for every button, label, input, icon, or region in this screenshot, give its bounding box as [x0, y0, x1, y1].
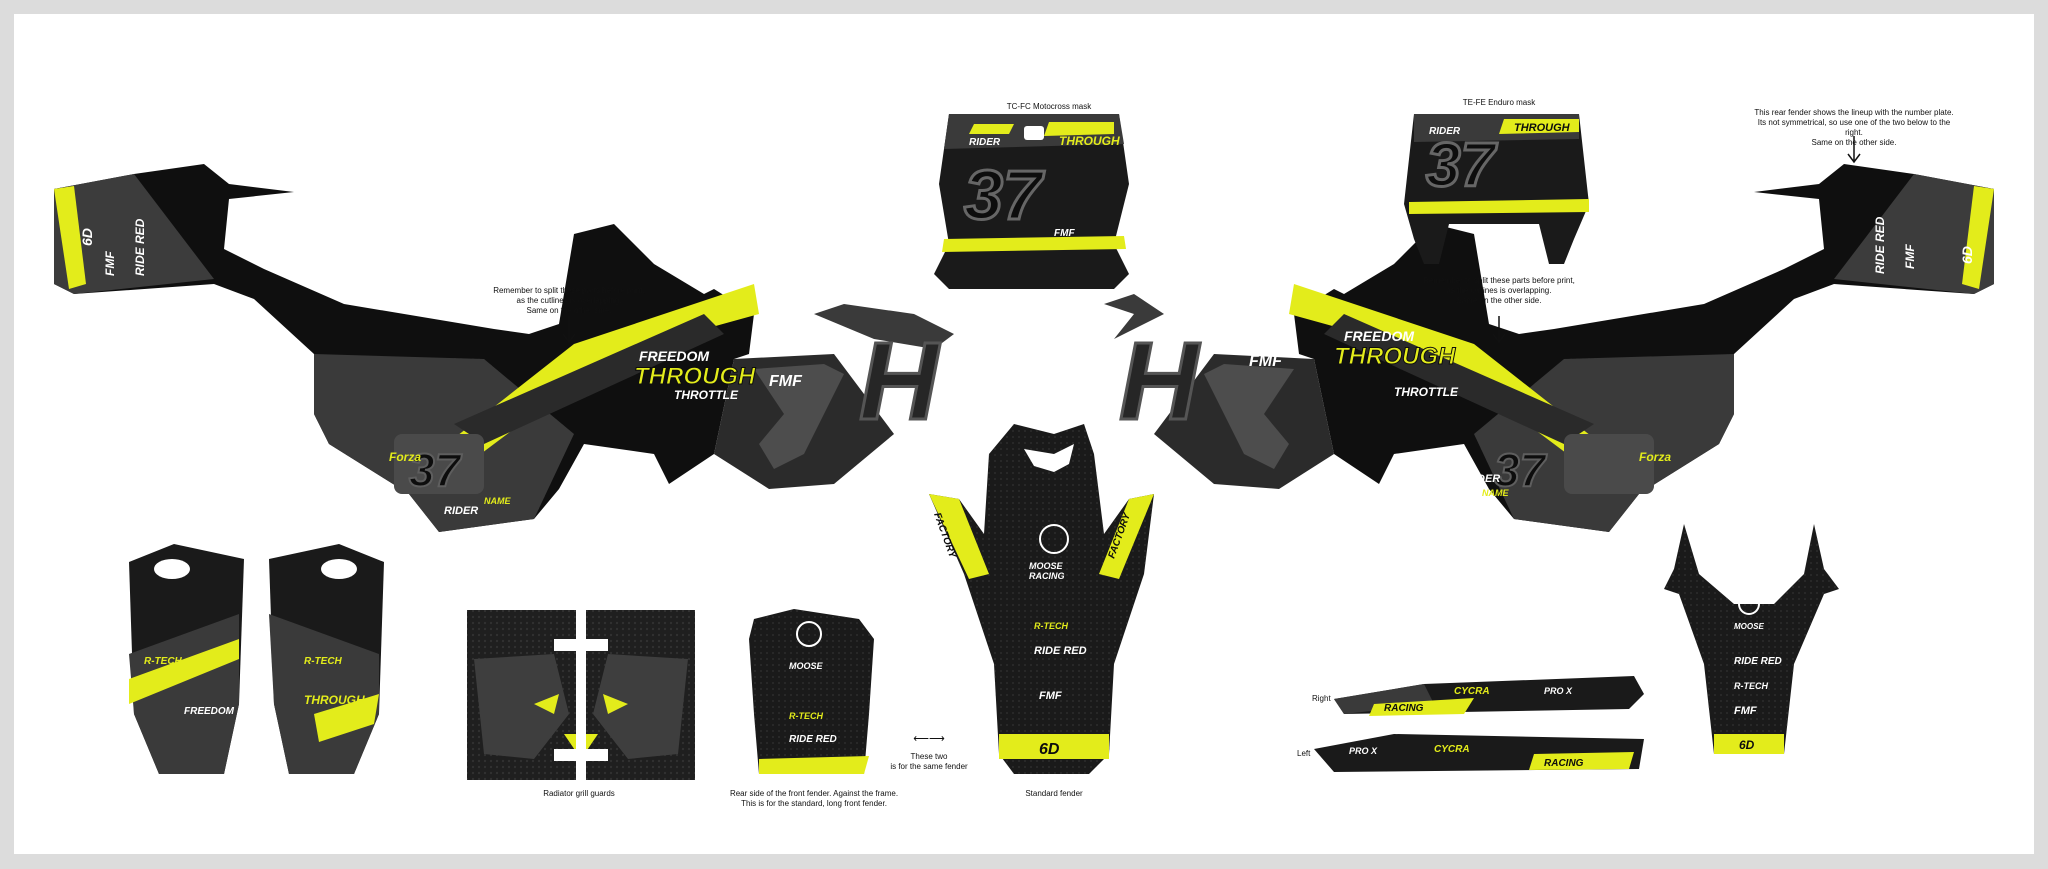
right-number-37: 37: [1494, 444, 1548, 496]
rear-fender-rtech: R-TECH: [789, 711, 823, 721]
left-forza-logo: Forza: [389, 450, 421, 464]
rear-fender-6d: 6D: [1739, 738, 1755, 752]
enduro-mask-rider: RIDER: [1429, 126, 1461, 137]
radiator-guards: [467, 610, 695, 780]
mx-mask-through: THROUGH: [1059, 134, 1120, 148]
fork-guard-left-rtech: R-TECH: [144, 656, 183, 667]
left-6d-logo: 6D: [79, 228, 95, 246]
rear-fender-moose-logo: MOOSE: [1734, 622, 1764, 631]
swingarm-right-label: Right: [1312, 694, 1331, 703]
mx-mask-fmf: FMF: [1054, 228, 1075, 239]
rear-fender-fmf: FMF: [1734, 705, 1757, 717]
swingarm-decals: [1314, 676, 1644, 772]
left-fmf-logo: FMF: [769, 373, 803, 390]
radiator-label: Radiator grill guards: [543, 789, 615, 798]
rear-fender-note: This rear fender shows the lineup with t…: [1754, 108, 1954, 147]
swingarm-left-cycra: CYCRA: [1434, 744, 1470, 755]
right-h-logo: H: [1119, 320, 1201, 443]
left-number-37: 37: [409, 444, 463, 496]
rear-fender-rtech-logo: R-TECH: [1734, 681, 1768, 691]
enduro-mask-through: THROUGH: [1514, 122, 1571, 134]
fender-6d: 6D: [1039, 741, 1060, 758]
swingarm-left-racing: RACING: [1544, 758, 1584, 769]
left-side-panel: [54, 164, 954, 532]
right-fmf-logo: FMF: [1249, 353, 1283, 370]
same-fender-arrow: ⟵⟶: [913, 733, 945, 745]
left-h-logo: H: [859, 320, 941, 443]
rear-fender-ridered: RIDE RED: [789, 734, 837, 745]
rear-fender-moose: MOOSE: [789, 661, 824, 671]
mx-mask-number: 37: [964, 156, 1045, 234]
graphics-layout: 37 RIDER NAME FREEDOM THROUGH THROTTLE F…: [54, 114, 1994, 780]
standard-front-fender: [929, 424, 1154, 774]
left-fmf-tail-logo: FMF: [103, 251, 117, 276]
note-arrows: [562, 136, 1861, 344]
rear-fender-ridered: RIDE RED: [1734, 656, 1782, 667]
fender-ridered: RIDE RED: [1034, 645, 1087, 657]
right-freedom-text: FREEDOM: [1344, 328, 1414, 344]
left-rider-text: RIDER: [444, 505, 478, 517]
fender-moose: MOOSE: [1029, 561, 1064, 571]
mx-mask-label: TC-FC Motocross mask: [1006, 102, 1092, 111]
fork-guard-right-rtech: R-TECH: [304, 656, 343, 667]
swingarm-right-cycra: CYCRA: [1454, 686, 1490, 697]
swingarm-right-racing: RACING: [1384, 703, 1424, 714]
fender-racing: RACING: [1029, 571, 1065, 581]
decal-sheet: 37 RIDER NAME FREEDOM THROUGH THROTTLE F…: [14, 14, 2034, 854]
enduro-mask-number: 37: [1426, 131, 1497, 200]
rear-fender: [1664, 524, 1839, 754]
swingarm-left-label: Left: [1297, 749, 1311, 758]
split-note-left: Remember to split these parts before pri…: [493, 286, 645, 315]
left-freedom-text: FREEDOM: [639, 348, 709, 364]
enduro-mask: [1404, 114, 1589, 264]
mx-mask-rider: RIDER: [969, 137, 1001, 148]
rear-front-fender-label: Rear side of the front fender. Against t…: [729, 789, 899, 808]
right-through-text: THROUGH: [1334, 343, 1456, 370]
enduro-mask-label: TE-FE Enduro mask: [1462, 98, 1536, 107]
standard-fender-label: Standard fender: [1025, 789, 1083, 798]
split-note-right: Remember to split these parts before pri…: [1423, 276, 1575, 305]
fork-guards: [129, 544, 384, 774]
left-ridered-logo: RIDE RED: [133, 218, 147, 276]
right-forza-logo: Forza: [1639, 450, 1671, 464]
left-throttle-text: THROTTLE: [674, 388, 739, 402]
right-rider-text: RIDER: [1466, 473, 1500, 485]
right-6d-logo: 6D: [1959, 246, 1975, 264]
fork-guard-right-through: THROUGH: [304, 693, 365, 707]
front-fender-rear: [749, 609, 874, 774]
fender-fmf: FMF: [1039, 690, 1062, 702]
left-through-text: THROUGH: [634, 363, 756, 390]
same-fender-note: These two is for the same fender: [890, 752, 968, 771]
swingarm-right-prox: PRO X: [1544, 686, 1573, 696]
right-name-text: NAME: [1482, 488, 1509, 498]
left-name-text: NAME: [484, 496, 511, 506]
mx-mask: [934, 114, 1129, 289]
right-fmf-tail-logo: FMF: [1903, 244, 1917, 269]
right-side-panel: [1104, 164, 1994, 532]
right-ridered-logo: RIDE RED: [1873, 216, 1887, 274]
swingarm-left-prox: PRO X: [1349, 746, 1378, 756]
fork-guard-left-freedom: FREEDOM: [184, 706, 235, 717]
fender-rtech: R-TECH: [1034, 621, 1068, 631]
right-throttle-text: THROTTLE: [1394, 385, 1459, 399]
